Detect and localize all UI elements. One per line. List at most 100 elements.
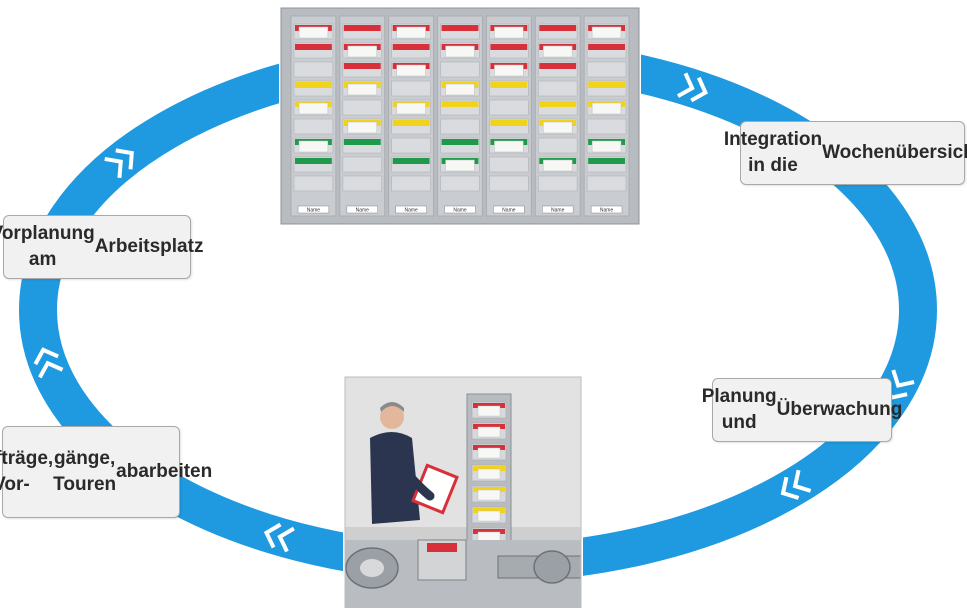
job-card-tab xyxy=(588,44,625,50)
name-plate xyxy=(346,205,378,214)
job-card xyxy=(298,102,329,115)
board-pocket xyxy=(537,137,578,154)
wall-board-card xyxy=(477,405,501,417)
board-pocket xyxy=(586,175,627,192)
name-plate-text: Name xyxy=(502,208,516,214)
wall-board-card-tab xyxy=(473,487,505,492)
job-card xyxy=(445,45,475,58)
job-card-tab xyxy=(588,158,625,164)
board-pocket xyxy=(440,61,480,78)
wall-board-card-tab xyxy=(473,424,505,429)
job-card xyxy=(543,159,573,172)
chevron-arrow-icon xyxy=(33,347,64,379)
chevron-stroke xyxy=(104,156,123,179)
wall-board-card-tab xyxy=(473,466,505,471)
board-pocket xyxy=(293,61,334,78)
step-label-planning: Planung und Überwachung xyxy=(702,378,902,442)
name-plate xyxy=(542,205,574,214)
job-card xyxy=(591,26,622,39)
job-card-tab xyxy=(441,101,479,107)
wall-board-card-tab xyxy=(473,508,505,513)
machine-chuck-left-center xyxy=(360,559,384,577)
chevron-stroke xyxy=(263,522,282,549)
chevron-stroke xyxy=(792,469,812,493)
name-plate xyxy=(395,205,427,214)
job-card xyxy=(494,64,524,77)
job-card xyxy=(591,140,622,153)
job-card-tab xyxy=(441,25,479,31)
job-card-tab xyxy=(539,25,577,31)
job-card-tab xyxy=(343,63,381,69)
job-card xyxy=(347,121,377,134)
worker-head xyxy=(380,405,404,429)
worker-arm xyxy=(399,465,435,501)
job-card xyxy=(298,140,329,153)
chevron-stroke xyxy=(690,76,709,103)
job-card xyxy=(494,26,524,39)
job-card-tab xyxy=(343,139,381,145)
board-pocket xyxy=(342,175,383,192)
job-card-tab xyxy=(343,25,381,31)
job-card xyxy=(396,64,426,77)
job-card-tab xyxy=(392,120,430,126)
name-plate-text: Name xyxy=(404,208,418,214)
workshop-photo xyxy=(343,375,583,609)
wall-board-card-tab xyxy=(473,529,505,534)
job-card-tab xyxy=(588,82,625,88)
wall-board-card xyxy=(477,447,501,459)
chevron-stroke xyxy=(277,526,295,553)
job-card-tab xyxy=(490,44,528,50)
chevron-stroke xyxy=(33,347,59,366)
step-label-planning-line-1: Planung und xyxy=(701,386,777,433)
job-card xyxy=(396,102,426,115)
job-card xyxy=(396,26,426,39)
step-label-preplanning-line-1: Vorplanung am xyxy=(0,223,95,270)
board-pocket xyxy=(440,175,480,192)
wall-board-card-tab xyxy=(473,445,505,450)
step-label-processing: Aufträge, Vor- gänge, Touren abarbeiten xyxy=(0,426,212,518)
chevron-arrow-icon xyxy=(104,148,134,179)
board-pocket xyxy=(293,175,334,192)
wall-board-card xyxy=(477,489,501,501)
step-label-integration-line-1: Integration in die xyxy=(723,129,823,176)
board-pocket xyxy=(489,175,529,192)
name-plate xyxy=(493,205,525,214)
wall-board-card xyxy=(477,426,501,438)
wall-board-card xyxy=(477,510,501,522)
step-label-preplanning: Vorplanung am Arbeitsplatz xyxy=(0,215,203,279)
chevron-arrow-icon xyxy=(263,522,295,553)
board-pocket xyxy=(489,99,529,116)
step-label-integration-line-2: Wochenübersicht xyxy=(822,142,967,163)
board-pocket xyxy=(391,137,431,154)
job-card xyxy=(298,26,329,39)
job-card-tab xyxy=(295,82,332,88)
chevron-stroke xyxy=(780,476,800,500)
step-label-preplanning-line-2: Arbeitsplatz xyxy=(94,236,204,257)
job-card xyxy=(347,83,377,96)
name-plate-text: Name xyxy=(356,208,370,214)
chevron-stroke xyxy=(38,360,64,379)
board-pocket xyxy=(586,61,627,78)
job-card xyxy=(445,159,475,172)
board-pocket xyxy=(586,118,627,135)
board-pocket xyxy=(391,80,431,97)
name-plate-text: Name xyxy=(551,208,565,214)
wall-board-card-tab xyxy=(473,403,505,408)
job-card xyxy=(494,140,524,153)
step-label-integration: Integration in die Wochenübersicht xyxy=(724,121,967,185)
step-label-processing-line-1: Aufträge, Vor- xyxy=(0,448,54,495)
job-card-tab xyxy=(392,44,430,50)
job-card xyxy=(591,102,622,115)
worker-hair xyxy=(380,402,404,412)
job-card xyxy=(543,121,573,134)
board-pocket xyxy=(489,156,529,173)
job-card-tab xyxy=(490,120,528,126)
job-card-tab xyxy=(295,44,332,50)
name-plate-text: Name xyxy=(307,208,321,214)
wall-board-card xyxy=(477,468,501,480)
job-card-tab xyxy=(392,158,430,164)
board-pocket xyxy=(342,156,383,173)
machine-chuck-right xyxy=(533,550,571,584)
